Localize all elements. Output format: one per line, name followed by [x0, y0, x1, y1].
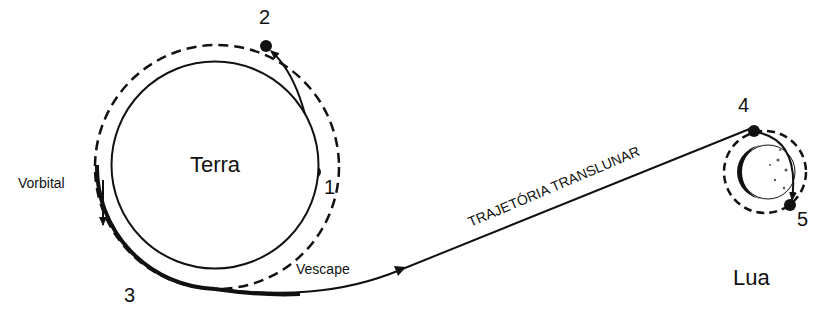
callout-number: 3 — [124, 284, 135, 306]
burn-segment — [215, 289, 300, 294]
lunar-insertion-arc — [756, 132, 793, 200]
callout-number: 1 — [324, 176, 335, 198]
velocity-label: Vescape — [296, 262, 350, 277]
callout-number: 2 — [259, 6, 270, 28]
node-text: Terra — [190, 153, 240, 177]
callout-number: 5 — [797, 208, 808, 230]
escape-arrowhead — [394, 266, 406, 276]
point-dot — [784, 199, 796, 211]
earth-circle: Terra — [110, 60, 320, 270]
callout-number: 4 — [738, 94, 749, 116]
lunar-orbit-circle — [724, 131, 806, 213]
orbit-circle — [95, 45, 339, 289]
orbital-velocity-arrow — [102, 180, 104, 225]
body-label: Lua — [733, 266, 770, 290]
moon-crescent — [737, 145, 764, 199]
trajectory-label: TRAJETÓRIA TRANSLUNAR — [466, 144, 642, 230]
velocity-label: Vorbital — [18, 176, 65, 191]
point-dot — [748, 125, 760, 137]
point-dot — [260, 40, 272, 52]
